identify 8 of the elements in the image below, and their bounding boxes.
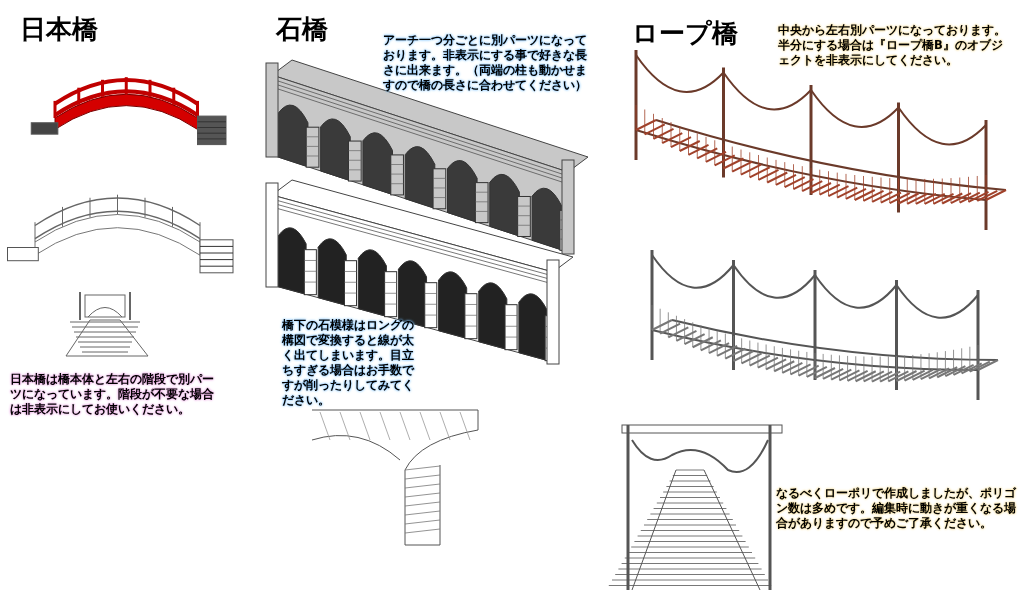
note-text: 中央から左右別パーツになっております。半分にする場合は『ロープ橋B』のオブジェクトを非表示にしてください。 bbox=[778, 23, 1007, 68]
note-text: 日本橋は橋本体と左右の階段で別パーツになっています。階段が不要な場合は非表示にしてお使いください。 bbox=[10, 372, 215, 417]
note-text: なるべくローポリで作成しましたが、ポリゴン数は多めです。編集時に動きが重くなる場合がありますので予めご了承ください。 bbox=[776, 486, 1017, 531]
note-text: 橋下の石模様はロングの構図で変換すると線が太く出てしまいます。目立ちすぎる場合はお手数ですが削ったりしてみてください。 bbox=[282, 318, 416, 408]
heading: 石橋 bbox=[276, 14, 328, 44]
heading: 日本橋 bbox=[20, 14, 98, 44]
heading: ロープ橋 bbox=[632, 18, 738, 48]
note-text: アーチ一つ分ごとに別パーツになっております。非表示にする事で好きな長さに出来ます。（両端の柱も動かせますので橋の長さに合わせてください） bbox=[383, 33, 588, 93]
